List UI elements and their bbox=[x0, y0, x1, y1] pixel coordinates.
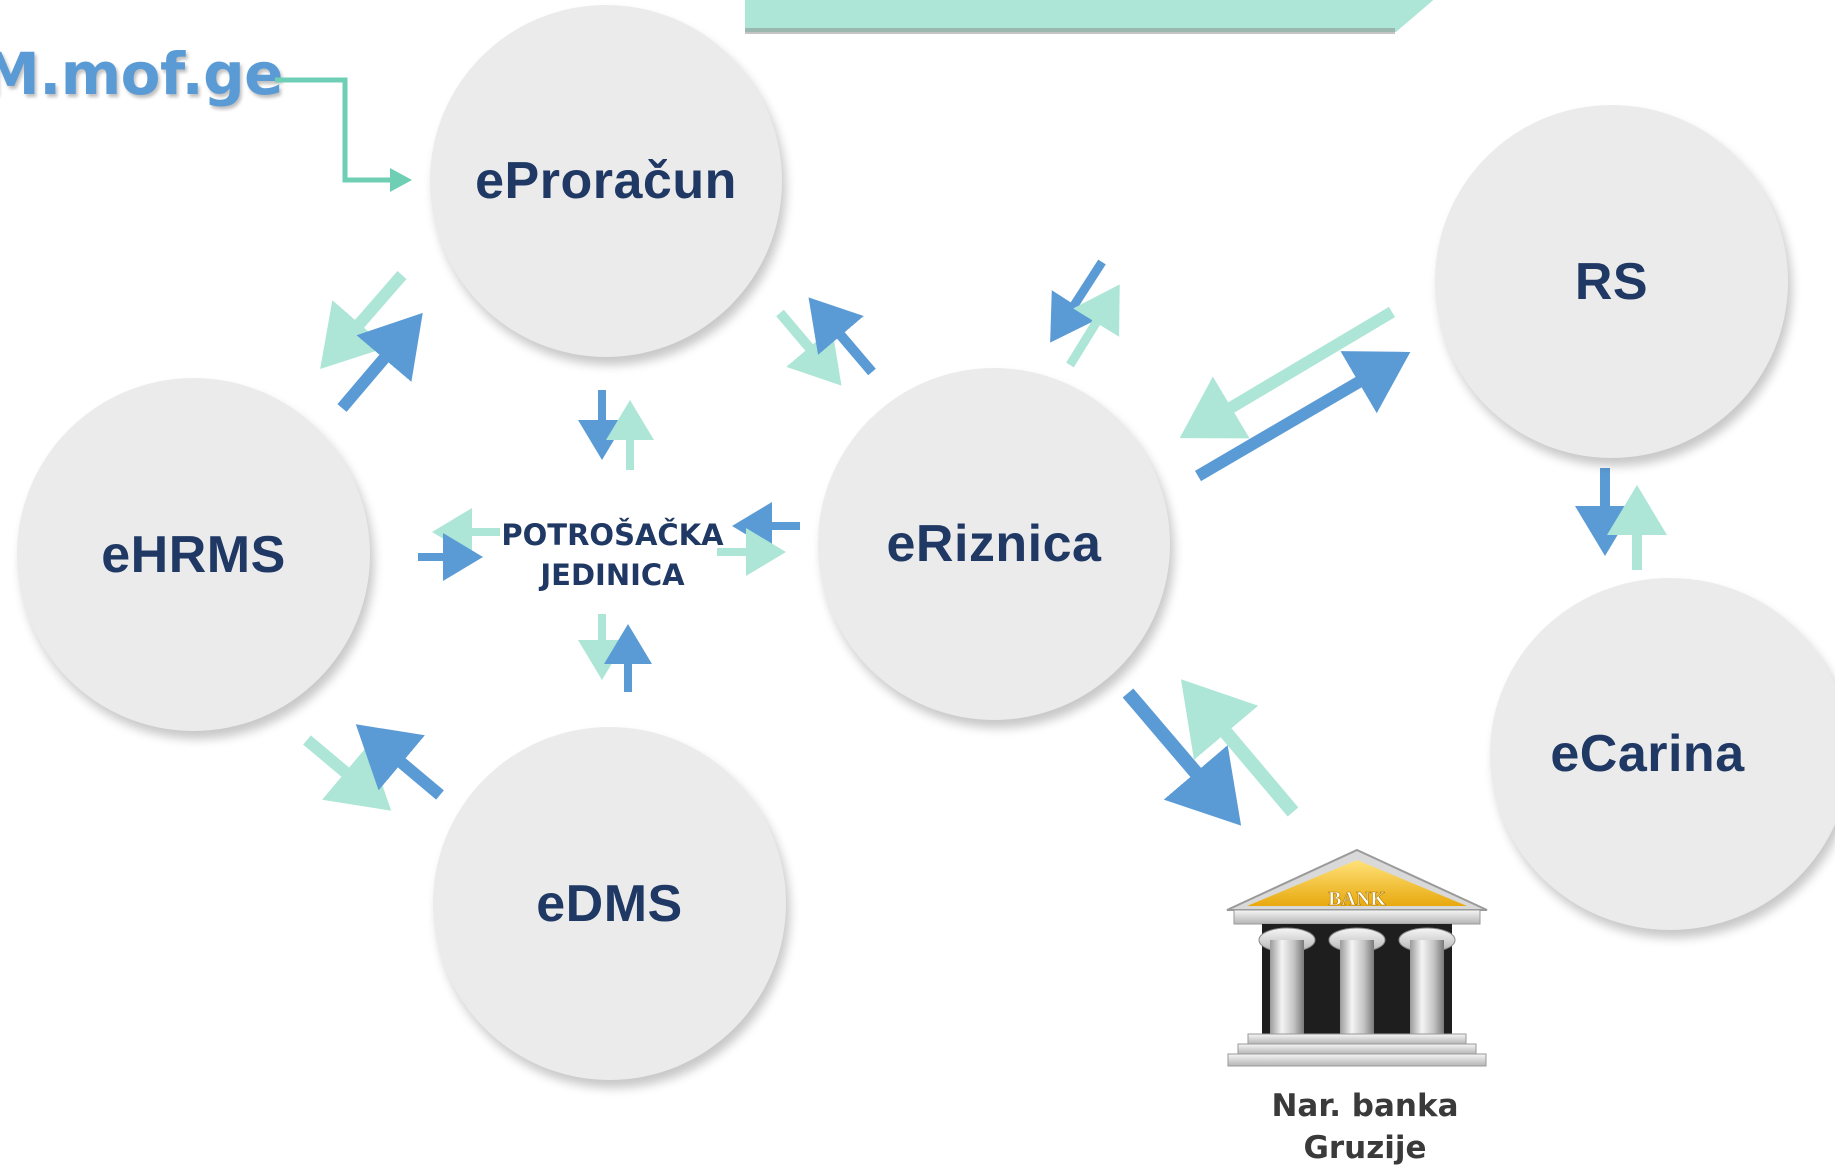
title-banner-shadow bbox=[745, 28, 1395, 34]
node-edms: eDMS bbox=[433, 727, 786, 1080]
bank-column-middle bbox=[1328, 927, 1386, 1036]
node-ecarina: eCarina bbox=[1490, 578, 1835, 930]
source-connector bbox=[275, 77, 395, 183]
bank-icon: BANK bbox=[1222, 848, 1492, 1078]
arrow-eproracun-to-eriznica bbox=[776, 309, 842, 386]
arrow-eriznica-to-eproracun bbox=[808, 297, 876, 376]
node-ecarina-label: eCarina bbox=[1550, 725, 1745, 783]
arrow-ehrms-to-edms bbox=[303, 735, 392, 811]
bank-name-line1: Nar. banka bbox=[1271, 1088, 1459, 1124]
node-eproracun-label: eProračun bbox=[475, 152, 737, 210]
bank-column-right bbox=[1398, 927, 1456, 1036]
spending-unit-label: POTROŠAČKA JEDINICA bbox=[500, 515, 725, 595]
node-eproracun: eProračun bbox=[430, 5, 782, 357]
node-edms-label: eDMS bbox=[536, 874, 683, 933]
node-eriznica-label: eRiznica bbox=[886, 515, 1102, 573]
node-ehrms: eHRMS bbox=[17, 378, 370, 731]
arrow-rs-to-eriznica bbox=[1179, 306, 1396, 439]
arrow-eriznica-to-top bbox=[1066, 284, 1120, 368]
node-rs: RS bbox=[1435, 105, 1788, 458]
arrow-ehrms-to-eproracun bbox=[337, 312, 423, 412]
title-banner bbox=[745, 0, 1445, 32]
bank-name-label: Nar. banka Gruzije bbox=[1230, 1085, 1500, 1169]
arrow-edms-to-ehrms bbox=[355, 724, 444, 800]
arrow-eriznica-to-rs bbox=[1194, 351, 1411, 482]
bank-name-line2: Gruzije bbox=[1303, 1130, 1427, 1166]
spending-unit-line2: JEDINICA bbox=[540, 558, 685, 592]
bank-sign-text: BANK bbox=[1328, 888, 1386, 910]
node-eriznica: eRiznica bbox=[818, 368, 1170, 720]
spending-unit-line1: POTROŠAČKA bbox=[501, 518, 724, 552]
source-connector-head bbox=[390, 168, 412, 192]
node-ehrms-label: eHRMS bbox=[101, 525, 286, 584]
arrow-eriznica-to-bank bbox=[1122, 688, 1242, 826]
source-url-label: M.mof.ge bbox=[0, 40, 283, 108]
bank-column-left bbox=[1258, 927, 1316, 1036]
arrow-bank-to-eriznica bbox=[1180, 679, 1299, 817]
node-rs-label: RS bbox=[1574, 252, 1649, 311]
